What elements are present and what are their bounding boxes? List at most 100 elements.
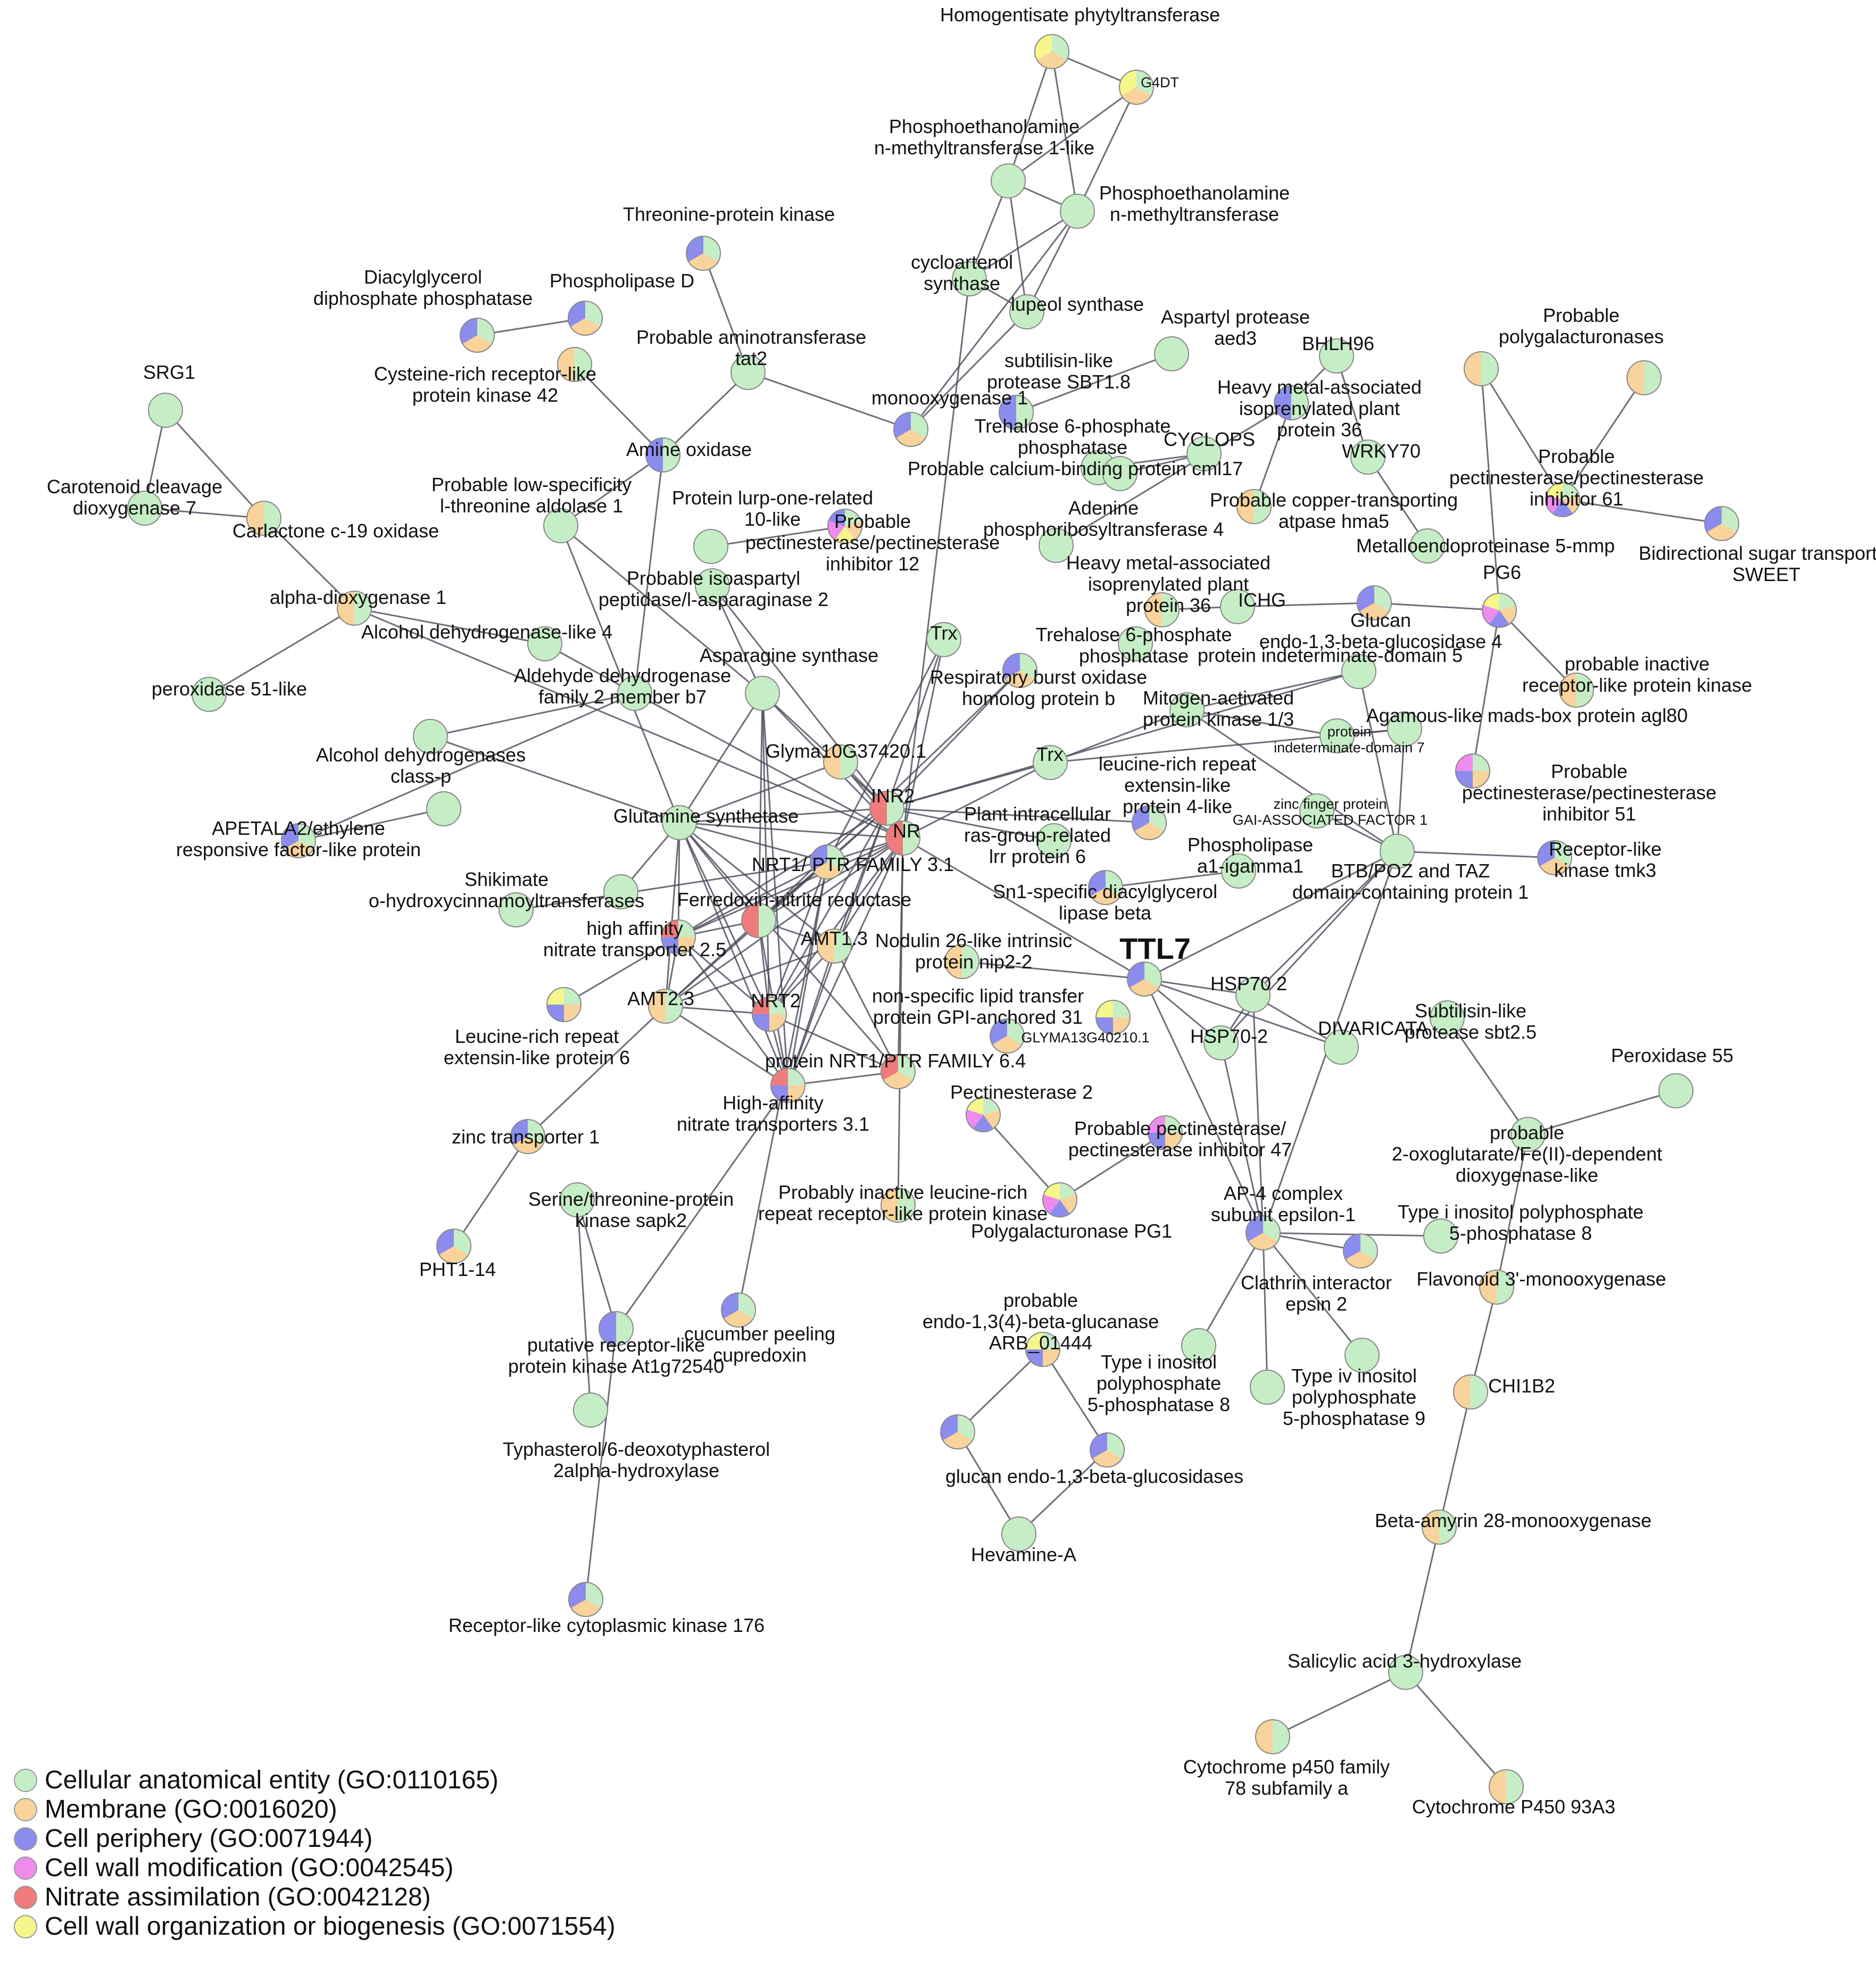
protein-node[interactable] xyxy=(148,393,183,428)
protein-node[interactable] xyxy=(1380,834,1415,869)
protein-node[interactable] xyxy=(869,791,904,826)
protein-node[interactable] xyxy=(337,591,372,626)
protein-node[interactable] xyxy=(1464,351,1499,386)
protein-node[interactable] xyxy=(926,622,961,657)
protein-node[interactable] xyxy=(1410,528,1445,563)
protein-node[interactable] xyxy=(1537,840,1572,875)
protein-node[interactable] xyxy=(246,501,281,536)
protein-node[interactable] xyxy=(1319,338,1354,374)
protein-node[interactable] xyxy=(1002,653,1037,688)
protein-node[interactable] xyxy=(1299,793,1334,828)
protein-node[interactable] xyxy=(721,1292,756,1328)
protein-node[interactable] xyxy=(1343,1233,1378,1269)
protein-node[interactable] xyxy=(940,1414,975,1449)
protein-node[interactable] xyxy=(1236,489,1272,524)
protein-node[interactable] xyxy=(817,929,852,964)
protein-node[interactable] xyxy=(1482,593,1517,628)
protein-node[interactable] xyxy=(1088,870,1123,905)
protein-node[interactable] xyxy=(1319,718,1355,753)
protein-node[interactable] xyxy=(1154,336,1189,371)
protein-node[interactable] xyxy=(1034,34,1069,69)
protein-node[interactable] xyxy=(893,412,928,447)
protein-node[interactable] xyxy=(1025,1332,1060,1367)
protein-node[interactable] xyxy=(885,820,920,856)
protein-node[interactable] xyxy=(568,301,603,336)
protein-node[interactable] xyxy=(1255,1719,1290,1754)
protein-node[interactable] xyxy=(1119,70,1154,105)
protein-node[interactable] xyxy=(991,163,1026,198)
protein-node[interactable] xyxy=(1220,589,1255,624)
protein-node[interactable] xyxy=(499,892,534,927)
protein-node[interactable] xyxy=(617,676,652,711)
protein-node[interactable] xyxy=(546,987,582,1022)
protein-node[interactable] xyxy=(543,508,578,543)
protein-node[interactable] xyxy=(1148,1115,1183,1150)
protein-node[interactable] xyxy=(966,1097,1001,1132)
protein-node[interactable] xyxy=(1387,711,1422,747)
protein-node[interactable] xyxy=(1357,585,1392,620)
protein-node[interactable] xyxy=(426,791,461,826)
protein-node[interactable] xyxy=(557,347,592,382)
protein-node[interactable] xyxy=(599,1311,634,1346)
protein-node[interactable] xyxy=(1235,977,1271,1013)
protein-node[interactable] xyxy=(662,805,697,840)
protein-node[interactable] xyxy=(1344,1338,1380,1373)
protein-node[interactable] xyxy=(1095,1000,1131,1035)
protein-node[interactable] xyxy=(510,1119,545,1154)
protein-node[interactable] xyxy=(1422,1510,1457,1545)
protein-node[interactable] xyxy=(1039,528,1074,563)
protein-node[interactable] xyxy=(1090,1432,1125,1468)
protein-node[interactable] xyxy=(1350,440,1385,475)
protein-node[interactable] xyxy=(1324,1030,1359,1065)
protein-node[interactable] xyxy=(460,318,495,353)
protein-node[interactable] xyxy=(810,844,845,880)
protein-node[interactable] xyxy=(1453,1374,1488,1410)
protein-node[interactable] xyxy=(695,568,730,603)
protein-node[interactable] xyxy=(645,437,680,472)
protein-node[interactable] xyxy=(952,261,987,296)
protein-node[interactable] xyxy=(1169,692,1205,727)
protein-node[interactable] xyxy=(881,1054,916,1089)
protein-node[interactable] xyxy=(944,944,979,979)
protein-node[interactable] xyxy=(1510,1117,1546,1152)
protein-node[interactable] xyxy=(693,529,728,564)
protein-node[interactable] xyxy=(1203,1025,1239,1060)
protein-node[interactable] xyxy=(1132,805,1167,840)
protein-node[interactable] xyxy=(770,1068,806,1103)
protein-node[interactable] xyxy=(990,1018,1025,1054)
protein-node[interactable] xyxy=(1118,626,1153,661)
protein-node[interactable] xyxy=(1423,1218,1458,1254)
protein-node[interactable] xyxy=(1489,1769,1524,1804)
protein-node[interactable] xyxy=(573,1392,608,1428)
protein-node[interactable] xyxy=(1341,654,1376,689)
protein-node[interactable] xyxy=(741,903,776,938)
protein-node[interactable] xyxy=(731,355,766,390)
protein-node[interactable] xyxy=(1036,823,1072,858)
protein-node[interactable] xyxy=(560,1182,595,1217)
protein-node[interactable] xyxy=(1545,482,1580,517)
protein-node[interactable] xyxy=(1430,1000,1465,1035)
protein-node[interactable] xyxy=(1559,673,1594,708)
protein-node[interactable] xyxy=(127,491,162,526)
protein-node[interactable] xyxy=(1009,294,1044,329)
protein-node[interactable] xyxy=(661,919,696,955)
protein-node[interactable] xyxy=(1186,436,1222,471)
protein-node[interactable] xyxy=(1626,360,1662,395)
protein-node[interactable] xyxy=(1144,592,1180,627)
protein-node[interactable] xyxy=(1033,745,1068,780)
protein-node[interactable] xyxy=(823,744,858,780)
protein-node[interactable] xyxy=(436,1229,471,1264)
protein-node[interactable] xyxy=(827,509,862,544)
protein-node[interactable] xyxy=(1102,456,1138,491)
protein-node[interactable] xyxy=(1246,1215,1281,1250)
protein-node[interactable] xyxy=(686,236,721,271)
protein-node[interactable] xyxy=(881,1188,916,1223)
protein-node[interactable] xyxy=(568,1582,603,1617)
protein-node[interactable] xyxy=(1001,1516,1036,1552)
protein-node[interactable] xyxy=(1042,1182,1077,1217)
protein-node[interactable] xyxy=(413,719,448,754)
protein-node[interactable] xyxy=(1455,753,1490,789)
protein-node[interactable] xyxy=(603,874,638,909)
protein-node[interactable] xyxy=(1479,1270,1514,1305)
protein-node[interactable] xyxy=(1388,1655,1423,1690)
